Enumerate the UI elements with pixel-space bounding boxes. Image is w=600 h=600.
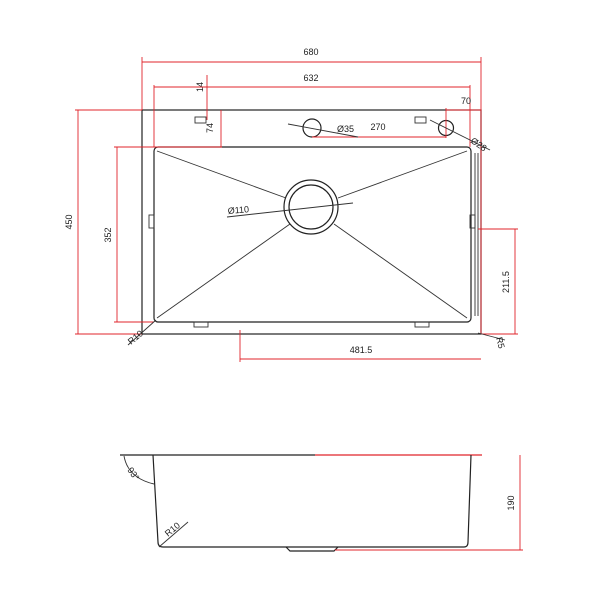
- dim-overall-depth: 450: [64, 214, 74, 229]
- clip: [148, 214, 155, 229]
- side-view: 190 93° R10: [120, 454, 523, 552]
- dim-drain-offset-y: 211.5: [501, 271, 511, 293]
- bowl-outline: [153, 146, 472, 323]
- slope-line: [156, 150, 287, 199]
- clip: [414, 321, 430, 328]
- clip: [193, 321, 209, 328]
- drain-outer-circle: [283, 179, 339, 235]
- dim-bowl-depth: 352: [103, 227, 113, 242]
- drain-profile: [285, 546, 339, 552]
- dim-drain-diameter: Ø110: [227, 204, 249, 216]
- dim-clip-offset: 14: [195, 82, 205, 92]
- dim-drain-offset-x: 481.5: [350, 345, 373, 355]
- angle-arc: [123, 455, 155, 485]
- sink-outline: [141, 109, 482, 335]
- dim-tap-hole-28: Ø28: [469, 135, 489, 153]
- slope-line: [156, 223, 291, 319]
- top-view: 680 632 450 352 481.5 211.5 70 270 Ø35 Ø…: [64, 47, 518, 362]
- bowl-profile: [152, 454, 472, 548]
- clip: [414, 116, 427, 124]
- dim-bottom-radius: R10: [163, 520, 182, 538]
- drain-inner-circle: [288, 184, 334, 230]
- slope-line: [333, 223, 468, 319]
- dim-tap-spacing: 270: [370, 122, 385, 132]
- clip: [194, 116, 207, 124]
- dim-tap-hole-35: Ø35: [337, 124, 354, 134]
- dim-corner-radius-small: R5: [494, 336, 507, 350]
- dim-overall-width: 680: [303, 47, 318, 57]
- dim-wall-angle: 93°: [125, 465, 141, 482]
- dim-rim-width: 74: [205, 123, 215, 133]
- dim-tap-offset: 70: [461, 96, 471, 106]
- dim-inner-width: 632: [303, 73, 318, 83]
- slope-line: [337, 150, 468, 199]
- dim-height: 190: [506, 495, 516, 510]
